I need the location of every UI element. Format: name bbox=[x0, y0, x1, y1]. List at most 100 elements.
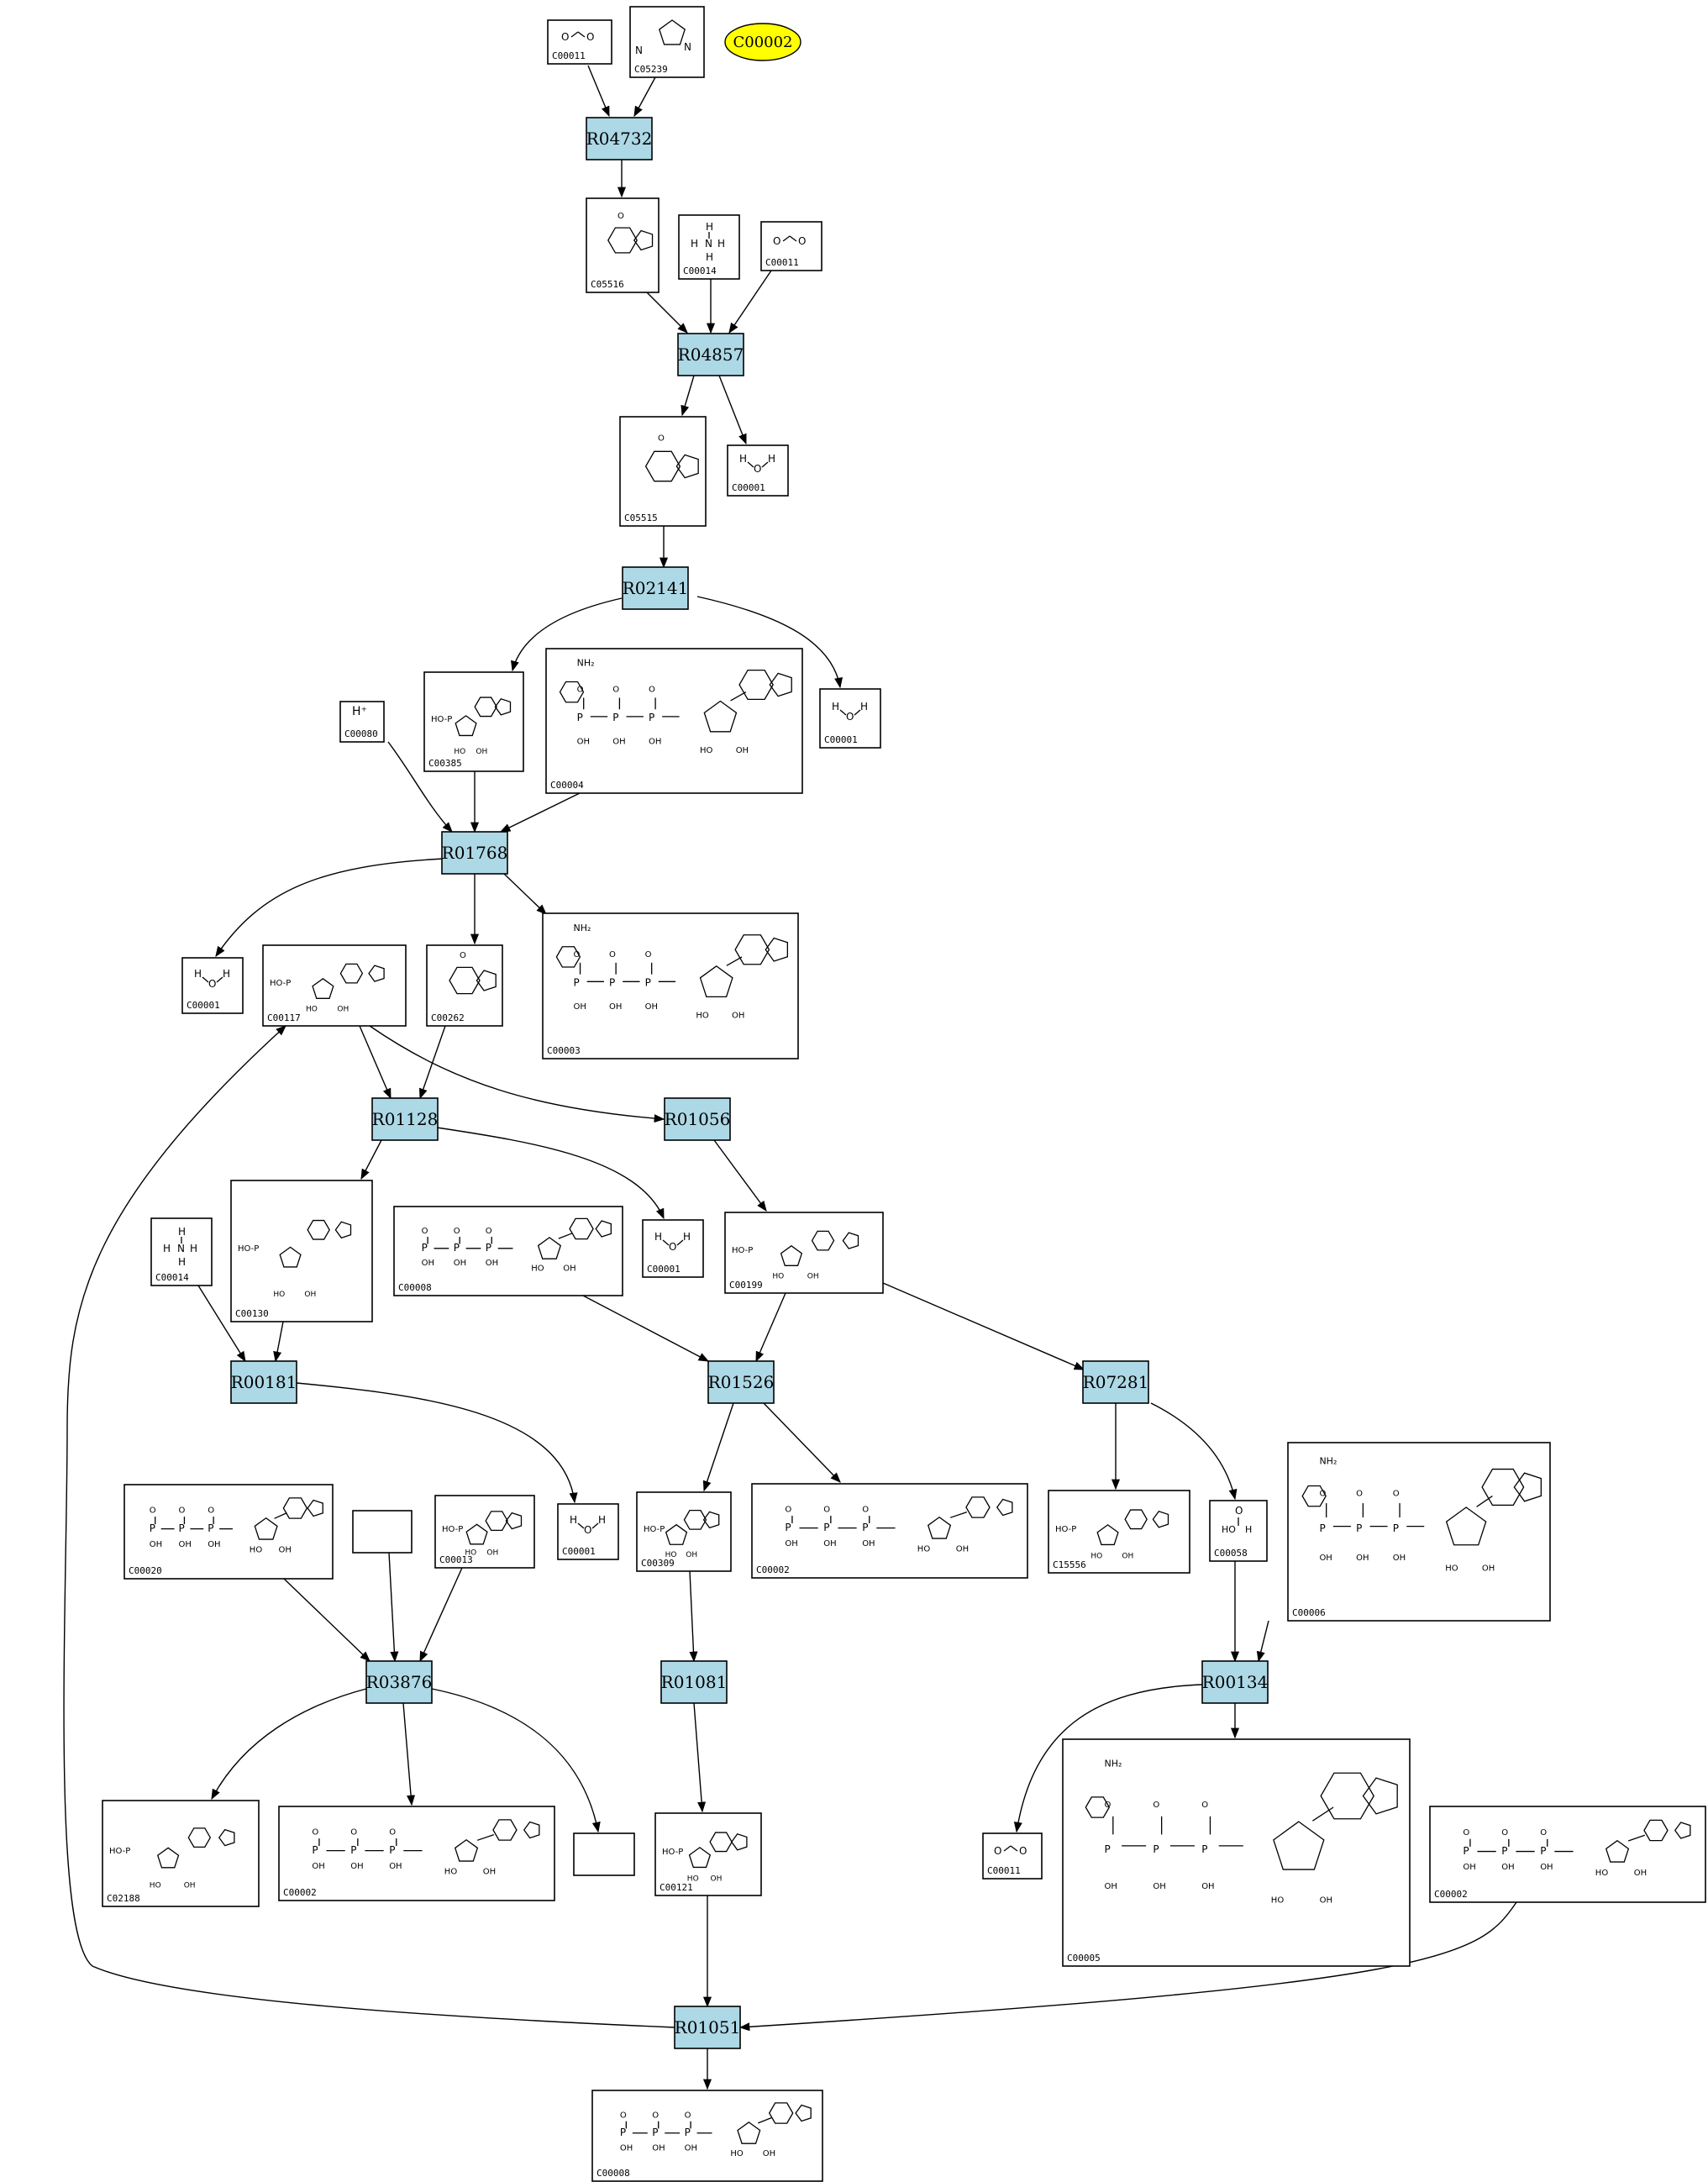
reaction-label: R04732 bbox=[586, 129, 653, 149]
reaction-r00134[interactable]: R00134 bbox=[1201, 1660, 1269, 1704]
svg-text:O: O bbox=[612, 686, 619, 695]
svg-text:N: N bbox=[177, 1243, 185, 1254]
svg-text:O: O bbox=[658, 434, 665, 443]
compound-label: C15556 bbox=[1053, 1559, 1086, 1570]
svg-text:H: H bbox=[654, 1231, 662, 1243]
svg-text:O: O bbox=[785, 1506, 791, 1515]
compound-c00080[interactable]: H⁺C00080 bbox=[339, 701, 385, 743]
svg-text:OH: OH bbox=[389, 1862, 402, 1871]
reaction-edge bbox=[693, 1702, 707, 1813]
compound-c00262[interactable]: O C00262 bbox=[426, 944, 503, 1027]
svg-text:OH: OH bbox=[609, 1002, 622, 1012]
svg-text:OH: OH bbox=[956, 1545, 969, 1554]
compound-unlabeled[interactable] bbox=[352, 1510, 413, 1554]
svg-text:O: O bbox=[669, 1241, 676, 1253]
reaction-r04857[interactable]: R04857 bbox=[677, 333, 744, 376]
reaction-r04732[interactable]: R04732 bbox=[586, 117, 653, 160]
reaction-r02141[interactable]: R02141 bbox=[622, 566, 689, 610]
svg-text:OH: OH bbox=[711, 1874, 723, 1883]
compound-label: C00008 bbox=[398, 1282, 432, 1293]
compound-label: C00011 bbox=[765, 257, 799, 268]
compound-label: C00117 bbox=[267, 1012, 301, 1023]
compound-label: C00309 bbox=[641, 1558, 675, 1569]
svg-text:H: H bbox=[1245, 1524, 1252, 1535]
svg-text:HO: HO bbox=[250, 1546, 263, 1555]
svg-text:O: O bbox=[1463, 1828, 1469, 1838]
svg-text:H: H bbox=[570, 1514, 577, 1526]
reaction-r00181[interactable]: R00181 bbox=[230, 1360, 297, 1404]
compound-unlabeled[interactable] bbox=[573, 1832, 635, 1876]
reaction-r01056[interactable]: R01056 bbox=[664, 1097, 731, 1141]
reaction-r07281[interactable]: R07281 bbox=[1082, 1360, 1149, 1404]
reaction-r01128[interactable]: R01128 bbox=[371, 1097, 439, 1141]
svg-text:HO: HO bbox=[273, 1291, 285, 1299]
compound-label: C00008 bbox=[596, 2168, 630, 2179]
svg-text:OH: OH bbox=[454, 1259, 466, 1268]
svg-text:OH: OH bbox=[862, 1539, 875, 1548]
svg-text:HO: HO bbox=[465, 1549, 476, 1558]
reaction-r01768[interactable]: R01768 bbox=[441, 831, 508, 875]
reaction-r01051[interactable]: R01051 bbox=[674, 2006, 741, 2049]
svg-text:OH: OH bbox=[486, 1549, 498, 1558]
reaction-label: R07281 bbox=[1083, 1372, 1149, 1392]
compound-label: C00262 bbox=[431, 1012, 465, 1023]
reaction-label: R04857 bbox=[678, 344, 744, 365]
svg-text:H: H bbox=[768, 453, 775, 465]
highlight-compound[interactable]: C00002 bbox=[724, 23, 801, 61]
structure-icon: O bbox=[449, 951, 497, 995]
svg-text:H: H bbox=[178, 1226, 186, 1238]
svg-text:NH₂: NH₂ bbox=[1105, 1758, 1122, 1769]
compound-label: C00130 bbox=[235, 1308, 269, 1319]
svg-text:HO-P: HO-P bbox=[270, 979, 291, 988]
reaction-edge bbox=[436, 1127, 665, 1220]
reaction-r01081[interactable]: R01081 bbox=[660, 1660, 728, 1704]
svg-text:OH: OH bbox=[1501, 1863, 1514, 1872]
svg-text:P: P bbox=[208, 1522, 213, 1534]
reaction-r03876[interactable]: R03876 bbox=[365, 1660, 433, 1704]
reaction-r01526[interactable]: R01526 bbox=[707, 1360, 775, 1404]
svg-text:O: O bbox=[460, 951, 466, 960]
svg-text:O: O bbox=[350, 1828, 357, 1838]
reaction-edge bbox=[1013, 1684, 1203, 1833]
reaction-edge bbox=[63, 1025, 675, 2028]
reaction-edge bbox=[296, 1382, 578, 1504]
svg-text:P: P bbox=[1319, 1522, 1325, 1534]
